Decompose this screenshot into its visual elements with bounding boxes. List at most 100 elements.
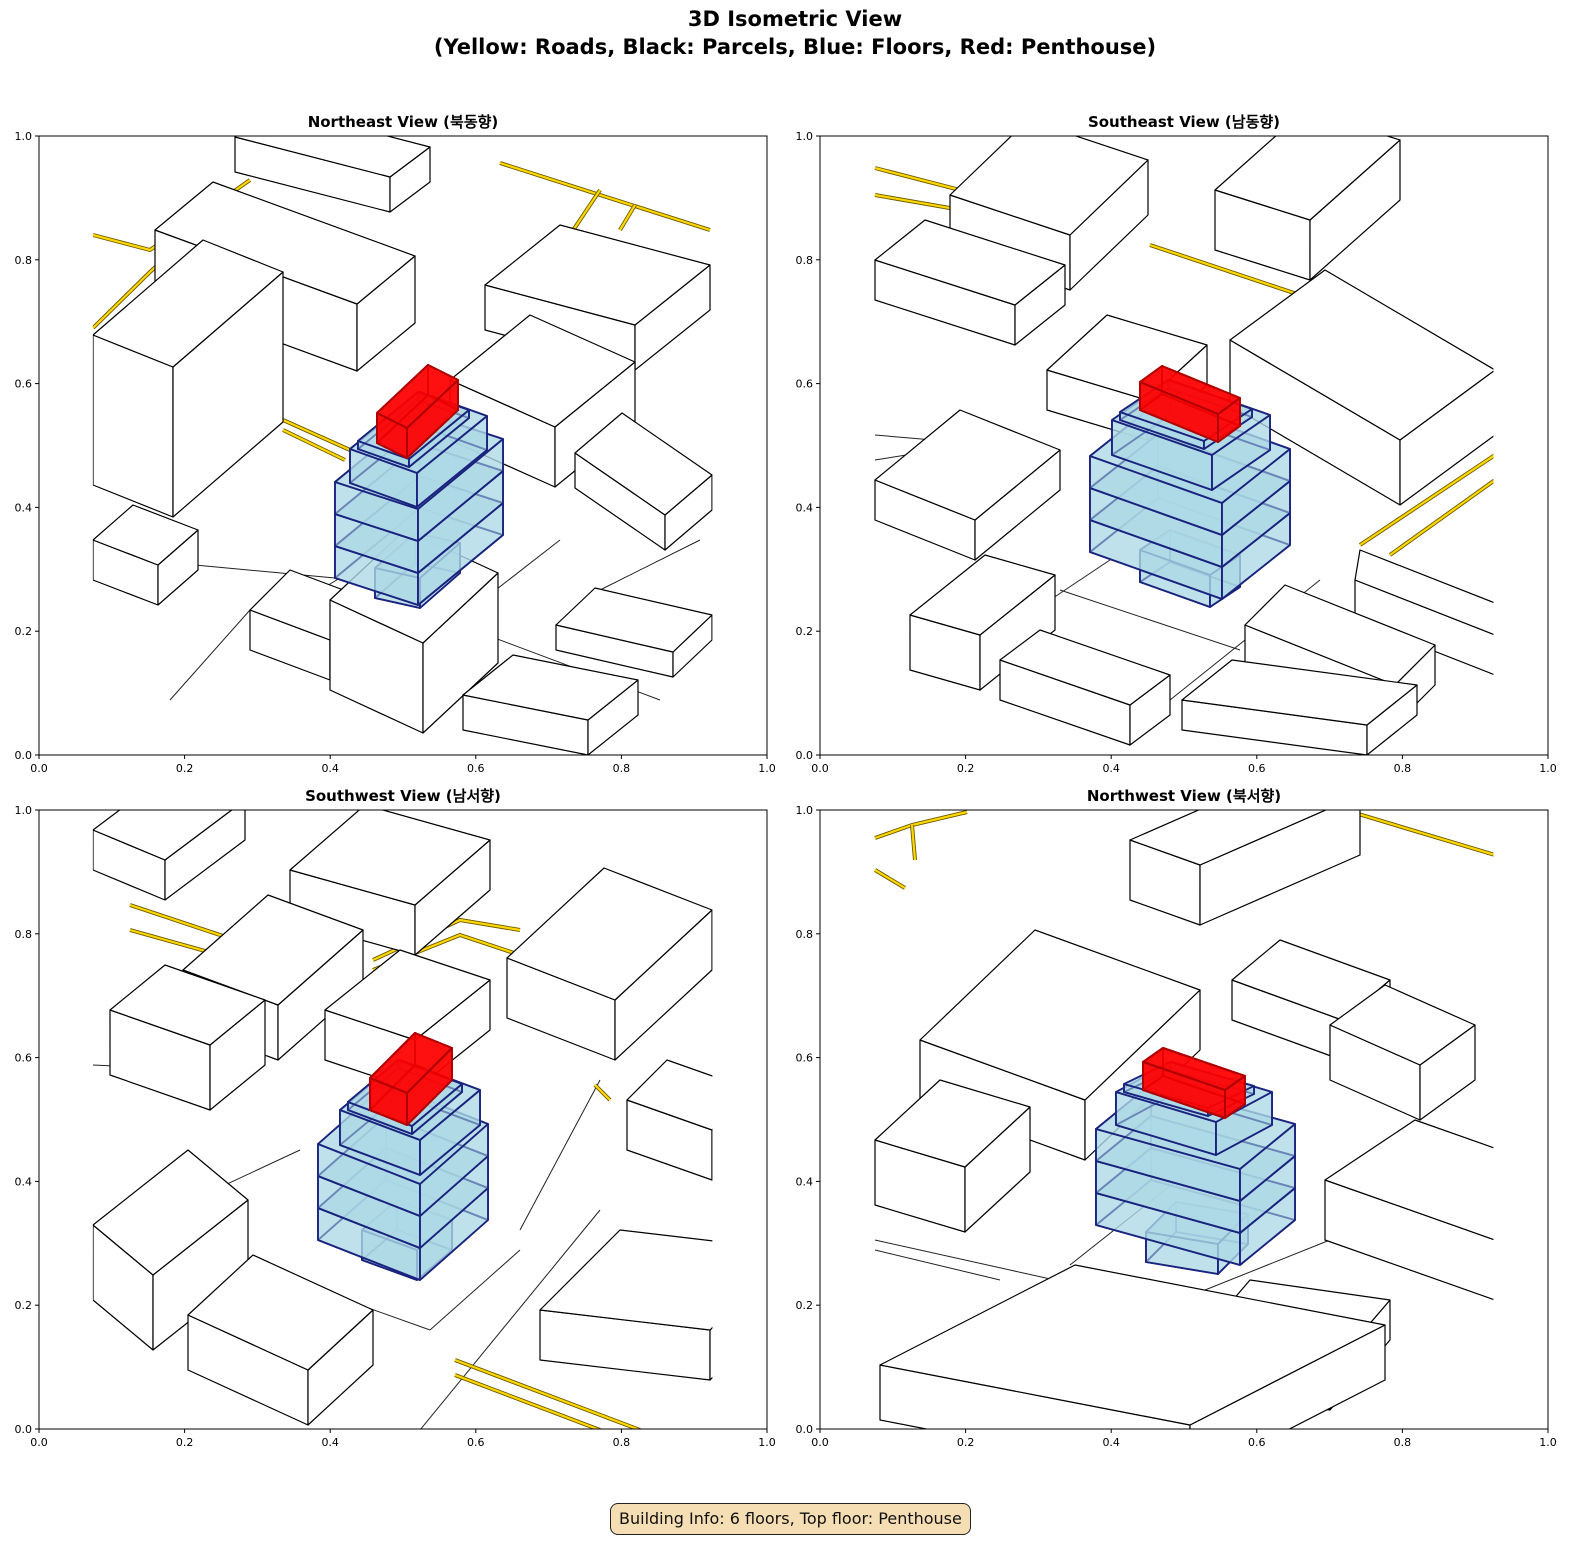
parcel-building-face — [1199, 810, 1361, 926]
parcel-building-face — [1354, 579, 1494, 676]
x-tick-label: 0.0 — [811, 762, 829, 775]
x-tick-label: 0.2 — [176, 1436, 194, 1449]
parcel-building — [999, 629, 1171, 746]
y-tick-label: 0.8 — [796, 928, 814, 941]
road-line — [569, 189, 601, 236]
road-line — [499, 161, 711, 232]
parcel-building — [92, 810, 246, 901]
y-tick-label: 0.4 — [796, 1175, 814, 1188]
road-line — [1359, 454, 1494, 546]
penthouse — [376, 364, 459, 459]
y-tick-label: 0.0 — [796, 1423, 814, 1436]
road-line — [282, 429, 346, 461]
parcel-building — [1214, 136, 1401, 281]
parcel-building-face — [462, 654, 639, 721]
road-line — [874, 869, 906, 889]
y-tick-label: 1.0 — [796, 130, 814, 143]
parcel-building-face — [449, 314, 636, 428]
panel-title: Northwest View (북서향) — [1087, 787, 1281, 805]
parcel-building — [874, 409, 1061, 561]
penthouse-face — [369, 1032, 453, 1094]
y-tick-label: 0.2 — [15, 625, 33, 638]
parcel-building — [1181, 659, 1418, 755]
y-tick-label: 0.8 — [796, 254, 814, 267]
scene-se — [874, 136, 1494, 755]
scene-sw — [92, 810, 713, 1429]
panel-title: Southwest View (남서향) — [305, 787, 501, 805]
y-tick-label: 0.0 — [15, 1423, 33, 1436]
road-line — [1149, 243, 1301, 297]
y-tick-label: 0.8 — [15, 254, 33, 267]
parcel-building-face — [484, 224, 711, 326]
y-tick-label: 0.2 — [796, 1299, 814, 1312]
x-tick-label: 0.8 — [1394, 1436, 1412, 1449]
axes-frame — [38, 809, 768, 1430]
penthouse — [1139, 365, 1241, 443]
x-tick-label: 0.0 — [811, 1436, 829, 1449]
parcel-building-face — [109, 964, 266, 1046]
parcel-building-face — [92, 1149, 249, 1276]
parcel-building — [1129, 810, 1361, 926]
scene-nw — [873, 810, 1494, 1429]
parcel-building-face — [1324, 1119, 1494, 1241]
x-tick-label: 0.6 — [1248, 1436, 1266, 1449]
parcel-building-face — [874, 219, 1066, 306]
building-info-box: Building Info: 6 floors, Top floor: Pent… — [610, 1503, 971, 1535]
y-tick-label: 1.0 — [15, 804, 33, 817]
x-tick-label: 0.6 — [467, 762, 485, 775]
axes-frame — [819, 135, 1549, 756]
road-line — [282, 418, 351, 452]
parcel-building-face — [234, 136, 431, 178]
parcel-building — [1329, 984, 1476, 1121]
parcel-building-face — [154, 181, 416, 305]
figure-title-line1: 3D Isometric View — [687, 7, 903, 31]
parcel-building-face — [879, 1264, 1386, 1426]
parcel-building-face — [874, 1079, 1031, 1168]
parcel-building-face — [92, 239, 284, 368]
penthouse-face — [1139, 365, 1241, 415]
parcel-building — [539, 1229, 713, 1381]
parcel-building-face — [324, 949, 491, 1041]
y-tick-label: 0.0 — [15, 749, 33, 762]
parcel-building — [879, 1264, 1386, 1429]
x-tick-label: 0.4 — [321, 1436, 339, 1449]
y-tick-label: 0.6 — [796, 1052, 814, 1065]
parcel-building-face — [709, 1326, 713, 1381]
parcel-building — [874, 1079, 1031, 1233]
x-tick-label: 0.8 — [613, 1436, 631, 1449]
y-tick-label: 0.2 — [796, 625, 814, 638]
parcel-building-face — [92, 810, 233, 861]
parcel-building-face — [626, 1059, 713, 1131]
road-line — [594, 1084, 611, 1101]
figure-title: 3D Isometric View (Yellow: Roads, Black:… — [0, 5, 1590, 61]
parcel-building — [109, 964, 266, 1111]
x-tick-label: 0.0 — [30, 1436, 48, 1449]
y-tick-label: 0.2 — [15, 1299, 33, 1312]
panel-title: Southeast View (남동향) — [1088, 113, 1280, 131]
penthouse — [369, 1032, 453, 1126]
parcel-building-face — [506, 867, 713, 1001]
x-tick-label: 1.0 — [1539, 1436, 1557, 1449]
parcel-building — [1354, 549, 1494, 676]
penthouse-face — [1142, 1047, 1246, 1091]
y-tick-label: 0.4 — [15, 1175, 33, 1188]
parcel-building — [234, 136, 431, 213]
panel-se: 0.00.00.20.20.40.40.60.60.80.81.01.0Sout… — [796, 113, 1557, 775]
axes-frame — [38, 135, 768, 756]
x-tick-label: 0.8 — [1394, 762, 1412, 775]
parcel-building-face — [999, 629, 1171, 706]
parcel-building — [462, 654, 639, 755]
parcel-building — [874, 219, 1066, 346]
parcel-building-face — [187, 1254, 374, 1371]
panel-sw: 0.00.00.20.20.40.40.60.60.80.81.01.0Sout… — [15, 787, 776, 1449]
parcel-building — [555, 587, 713, 678]
x-tick-label: 0.0 — [30, 762, 48, 775]
parcel-building — [1229, 269, 1494, 506]
parcel-building — [909, 554, 1056, 691]
parcel-building — [506, 867, 713, 1061]
parcel-building-face — [1231, 939, 1391, 1021]
x-tick-label: 0.6 — [467, 1436, 485, 1449]
parcel-building-face — [555, 587, 713, 653]
x-tick-label: 0.6 — [1248, 762, 1266, 775]
x-tick-label: 0.4 — [1102, 762, 1120, 775]
